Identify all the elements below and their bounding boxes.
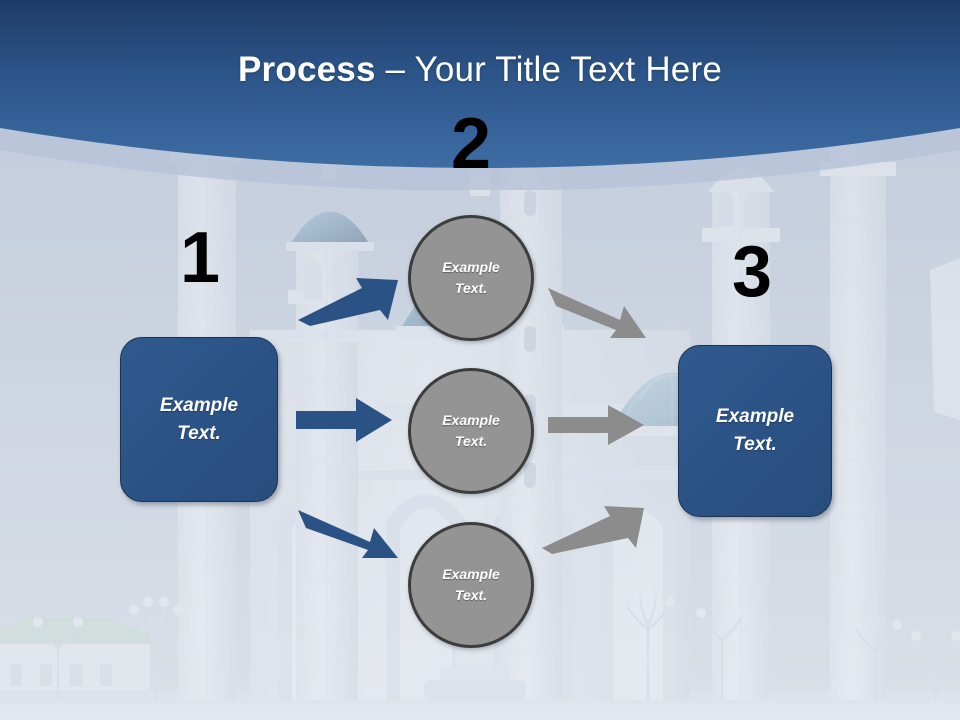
box-right-line2: Text.	[733, 434, 777, 455]
circle-2-line2: Text.	[454, 433, 488, 449]
circle-1-line1: Example	[442, 259, 500, 275]
blue-arrow-right[interactable]	[296, 398, 392, 442]
gray-arrow-right[interactable]	[548, 405, 644, 445]
gray-arrow-up-right[interactable]	[540, 502, 648, 554]
circle-1-line2: Text.	[454, 280, 488, 296]
blue-arrow-up-right[interactable]	[296, 276, 400, 326]
process-circle-1[interactable]: Example Text.	[408, 215, 534, 341]
box-left-line1: Example	[159, 394, 239, 416]
step-number-2: 2	[450, 104, 492, 184]
box-left-line2: Text.	[177, 422, 221, 444]
process-circle-3[interactable]: Example Text.	[408, 522, 534, 648]
process-box-right[interactable]: Example Text.	[678, 345, 832, 517]
step-number-1: 1	[179, 218, 221, 298]
circle-2-line1: Example	[442, 412, 500, 428]
step-number-3: 3	[731, 232, 773, 312]
box-right-line1: Example	[715, 406, 795, 428]
circle-3-line1: Example	[442, 566, 500, 582]
gray-arrow-down-right[interactable]	[548, 286, 650, 342]
circle-3-line2: Text.	[454, 587, 488, 603]
process-box-left[interactable]: Example Text.	[120, 337, 278, 502]
process-circle-2[interactable]: Example Text.	[408, 368, 534, 494]
blue-arrow-down-right[interactable]	[296, 506, 400, 560]
